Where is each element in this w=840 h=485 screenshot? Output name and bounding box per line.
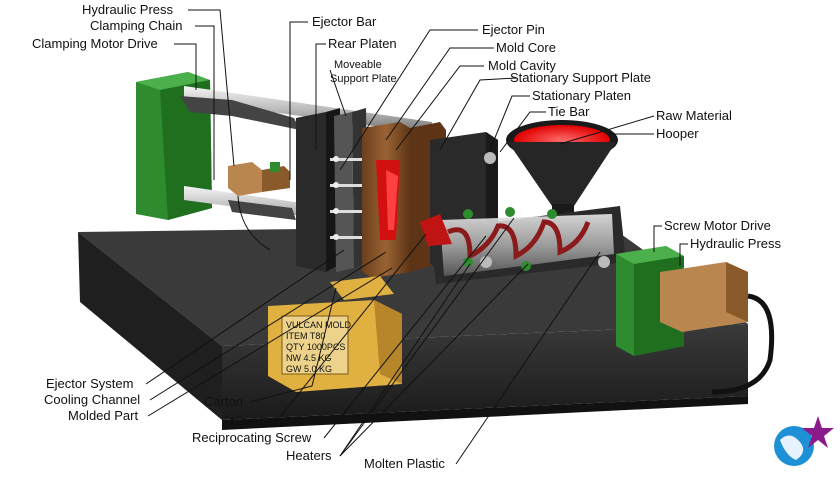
hydraulic-press-right	[660, 262, 775, 395]
leader-lines	[145, 9, 688, 465]
label-molded-part: Molded Part	[68, 408, 138, 423]
label-hydraulic-press-right: Hydraulic Press	[690, 236, 782, 251]
label-stationary-support-plate: Stationary Support Plate	[510, 70, 651, 85]
label-rear-platen: Rear Platen	[328, 36, 397, 51]
rear-platen	[296, 108, 340, 272]
label-hydraulic-press-top: Hydraulic Press	[82, 2, 174, 17]
label-mold-core: Mold Core	[496, 40, 556, 55]
label-carton: Carton	[204, 394, 243, 409]
label-mold-cavity: Mold Cavity	[488, 58, 556, 73]
labels: Hydraulic Press Clamping Chain Clamping …	[32, 2, 782, 471]
globe-star-logo	[774, 416, 834, 466]
label-hooper: Hooper	[656, 126, 699, 141]
ejector-pins	[330, 156, 374, 240]
label-moveable-support-plate-2: Support Plate	[330, 73, 397, 85]
label-raw-material: Raw Material	[656, 108, 732, 123]
label-screw-motor-drive: Screw Motor Drive	[664, 218, 771, 233]
carton-text-line3: QTY 1000PCS	[286, 342, 345, 352]
label-tie-bar: Tie Bar	[548, 104, 590, 119]
label-molten-plastic: Molten Plastic	[364, 456, 445, 471]
label-nozzle: Nozzle	[230, 414, 270, 429]
carton-text-line1: VULCAN MOLD	[286, 320, 352, 330]
label-reciprocating-screw: Reciprocating Screw	[192, 430, 312, 445]
label-ejector-bar: Ejector Bar	[312, 14, 377, 29]
label-ejector-system: Ejector System	[46, 376, 133, 391]
hydraulic-press-left	[228, 162, 290, 251]
label-cooling-channel: Cooling Channel	[44, 392, 140, 407]
label-stationary-platen: Stationary Platen	[532, 88, 631, 103]
carton-text-line4: NW 4.5 KG	[286, 353, 332, 363]
label-clamping-chain: Clamping Chain	[90, 18, 183, 33]
label-moveable-support-plate-1: Moveable	[334, 59, 382, 71]
carton-text-line2: ITEM T80	[286, 331, 325, 341]
carton-text-line5: GW 5.0 KG	[286, 364, 332, 374]
label-clamping-motor-drive: Clamping Motor Drive	[32, 36, 158, 51]
label-ejector-pin: Ejector Pin	[482, 22, 545, 37]
label-heaters: Heaters	[286, 448, 332, 463]
